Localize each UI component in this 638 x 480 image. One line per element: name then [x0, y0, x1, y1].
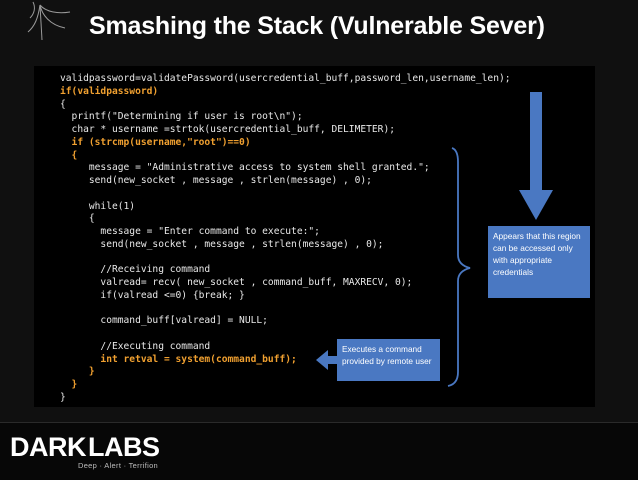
code-line: printf("Determining if user is root\n");: [60, 111, 303, 123]
code-line: {: [60, 213, 95, 225]
code-line: char * username =strtok(usercredential_b…: [60, 124, 396, 135]
code-line: command_buff[valread] = NULL;: [60, 315, 268, 327]
code-line: }: [60, 379, 78, 390]
code-line: }: [60, 391, 66, 403]
code-line: message = "Administrative access to syst…: [60, 162, 430, 174]
code-line: {: [60, 149, 78, 161]
logo-dark: DARK: [10, 432, 87, 462]
logo: DARKLABS: [10, 432, 160, 463]
code-line: if(validpassword): [60, 85, 159, 97]
page-title: Smashing the Stack (Vulnerable Sever): [89, 12, 545, 40]
code-line: send(new_socket , message , strlen(messa…: [60, 175, 372, 186]
code-line: if(valread <=0) {break; }: [60, 289, 245, 301]
code-line: }: [60, 366, 95, 378]
callout-executes-command: Executes a command provided by remote us…: [337, 339, 440, 381]
decorative-corner-icon: [27, 1, 71, 41]
code-line: //Executing command: [60, 340, 211, 352]
code-line: {: [60, 98, 66, 110]
code-line: if (strcmp(username,"root")==0): [60, 136, 251, 148]
code-line: int retval = system(command_buff);: [60, 353, 297, 365]
code-line: valread= recv( new_socket , command_buff…: [60, 277, 413, 288]
code-line: message = "Enter command to execute:";: [60, 226, 320, 237]
code-line: while(1): [60, 200, 136, 212]
footer-band: [0, 422, 638, 480]
tagline: Deep · Alert · Terrifion: [78, 461, 159, 470]
code-line: //Receiving command: [60, 264, 211, 276]
code-line: validpassword=validatePassword(usercrede…: [60, 73, 511, 84]
logo-labs: LABS: [88, 432, 160, 462]
callout-credentials-region: Appears that this region can be accessed…: [488, 226, 590, 298]
code-line: send(new_socket , message , strlen(messa…: [60, 238, 384, 250]
